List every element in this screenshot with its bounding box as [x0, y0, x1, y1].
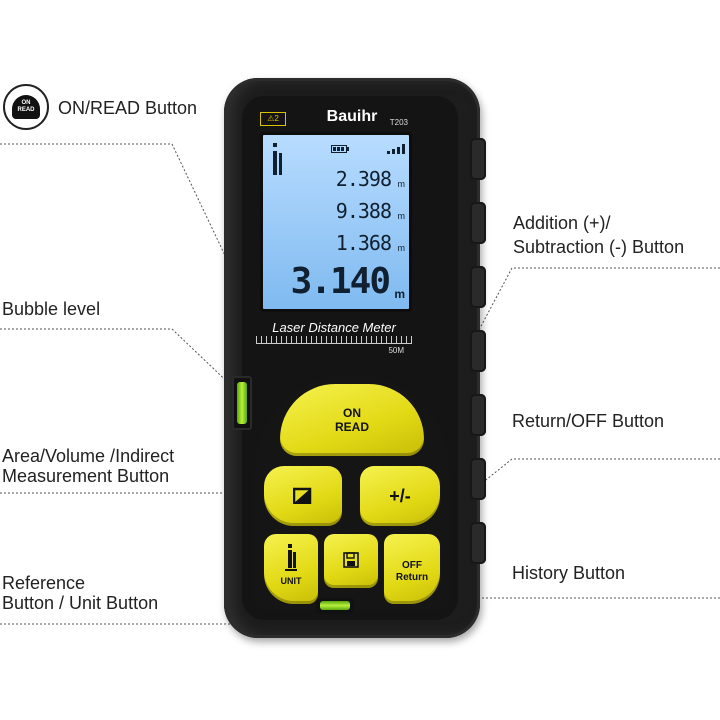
callout-return-off-label: Return/OFF Button	[512, 411, 665, 431]
lcd-screen: 2.398 m 9.388 m 1.368 m 3.140 m	[260, 132, 412, 312]
callout-history-label: History Button	[512, 563, 626, 583]
side-grip	[470, 138, 486, 180]
laser-distance-meter: ⚠2 Bauihr T203 2.398 m 9.388 m 1.368 m 3…	[224, 78, 486, 638]
reading-3-unit: m	[397, 243, 406, 253]
side-grip	[470, 394, 486, 436]
callout-on-read-label: ON/READ Button	[58, 98, 198, 118]
area-volume-button[interactable]	[264, 466, 342, 526]
side-grip	[470, 266, 486, 308]
callout-on-read: ON/READ Button	[58, 98, 197, 118]
ruler-scale	[256, 336, 412, 344]
reference-unit-button[interactable]: UNIT	[264, 534, 318, 604]
callout-reference: Reference Button / Unit Button	[2, 573, 158, 613]
reference-icon	[285, 544, 297, 571]
callout-reference-line2: Button / Unit Button	[2, 593, 159, 613]
range-label: 50M	[388, 346, 404, 355]
callout-bubble: Bubble level	[2, 299, 100, 319]
side-grip	[470, 202, 486, 244]
off-return-button[interactable]: OFF Return	[384, 534, 440, 604]
floppy-disk-icon	[343, 552, 359, 568]
side-grip	[470, 330, 486, 372]
callout-area: Area/Volume /Indirect Measurement Button	[2, 446, 174, 486]
on-read-line1: ON	[343, 406, 361, 420]
badge-line2: READ	[17, 107, 35, 113]
bubble-vial	[237, 382, 247, 424]
reading-1-unit: m	[397, 179, 406, 189]
signal-icon	[387, 144, 405, 154]
plus-minus-button[interactable]: +/-	[360, 466, 440, 526]
unit-label: UNIT	[280, 576, 302, 586]
main-reading: 3.140	[290, 261, 391, 302]
off-line2: Return	[395, 572, 429, 583]
on-read-button[interactable]: ON READ	[280, 384, 424, 456]
callout-area-line2: Measurement Button	[2, 466, 170, 486]
on-read-badge-icon: ON READ	[3, 84, 49, 130]
reading-2-unit: m	[397, 211, 406, 221]
laser-warning-label: ⚠2	[260, 112, 286, 126]
callout-history: History Button	[512, 563, 625, 583]
bubble-vial	[320, 601, 350, 610]
callout-area-line1: Area/Volume /Indirect	[2, 446, 175, 466]
reading-3: 1.368	[335, 231, 392, 255]
callout-add-sub-line1: Addition (+)/	[513, 213, 611, 233]
callout-add-sub: Addition (+)/ Subtraction (-) Button	[513, 213, 684, 257]
off-line1: OFF	[402, 560, 422, 571]
callout-reference-line1: Reference	[2, 573, 86, 593]
main-reading-unit: m	[394, 287, 405, 301]
on-read-line2: READ	[334, 420, 369, 434]
callout-bubble-label: Bubble level	[2, 299, 101, 319]
bubble-level-bottom	[316, 598, 354, 614]
reading-2: 9.388	[335, 199, 392, 223]
model-number: T203	[389, 118, 408, 127]
callout-add-sub-line2: Subtraction (-) Button	[513, 237, 685, 257]
bubble-level-side	[232, 376, 252, 430]
callout-return-off: Return/OFF Button	[512, 411, 664, 431]
keypad: ON READ +/- UNIT	[254, 374, 450, 610]
side-grip	[470, 522, 486, 564]
badge-line1: ON	[21, 100, 31, 106]
brand-name: Bauihr	[326, 108, 378, 125]
battery-icon	[331, 145, 349, 153]
reference-point-icon	[273, 143, 282, 175]
side-grip	[470, 458, 486, 500]
area-volume-icon	[293, 487, 312, 504]
history-button[interactable]	[324, 534, 378, 588]
reading-1: 2.398	[335, 167, 392, 191]
device-subtitle: Laser Distance Meter	[272, 320, 396, 335]
